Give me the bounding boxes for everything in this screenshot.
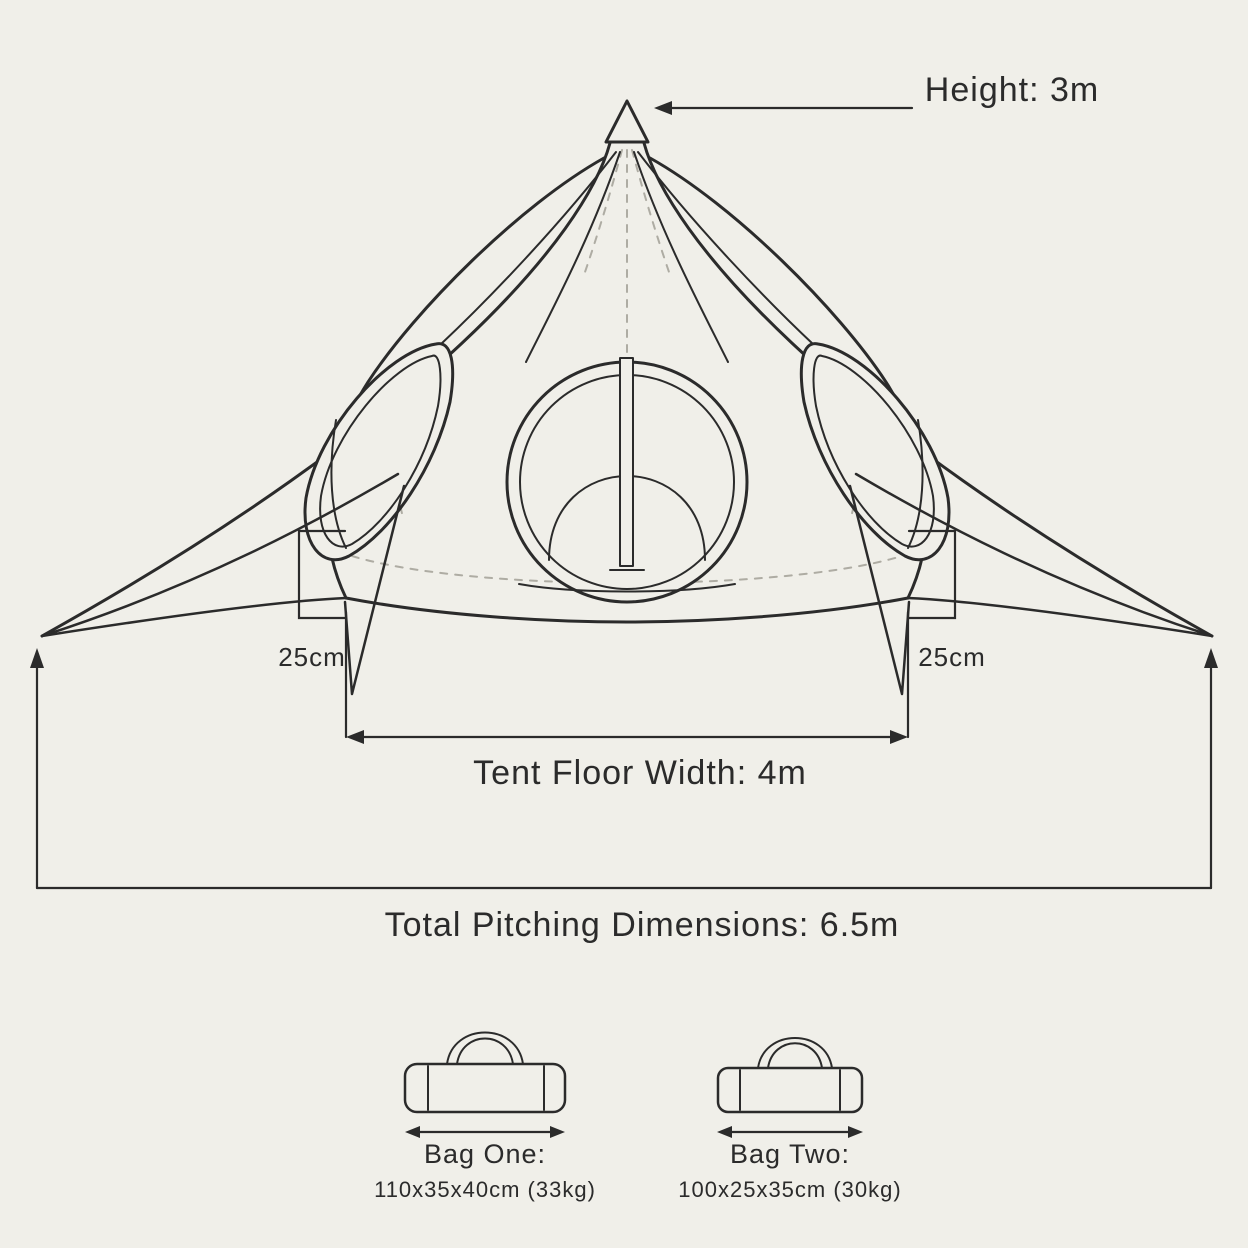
bag-one-dimensions: 110x35x40cm (33kg) bbox=[374, 1177, 596, 1202]
center-pole bbox=[609, 357, 645, 571]
bag-one-handle-inner bbox=[456, 1037, 514, 1065]
window-left-outline bbox=[303, 342, 455, 562]
body-hem bbox=[344, 596, 910, 624]
pitching-arrowhead-right-icon bbox=[1204, 648, 1218, 668]
bag-one-handle-outer bbox=[446, 1031, 524, 1065]
canopy-seam-window-right bbox=[637, 151, 815, 346]
height-arrowhead-icon bbox=[654, 101, 672, 115]
tent-guy-lines bbox=[40, 472, 1214, 696]
tent-apex-cap bbox=[604, 99, 650, 144]
bag-one-arrowhead-right-icon bbox=[550, 1126, 565, 1138]
bag-two-handle-inner bbox=[767, 1042, 823, 1069]
window-left-panel-seam bbox=[330, 419, 347, 549]
pitching-dimension: Total Pitching Dimensions: 6.5m bbox=[30, 648, 1218, 944]
tent-door bbox=[505, 357, 749, 604]
height-label: Height: 3m bbox=[925, 71, 1099, 109]
bag-one-arrowhead-left-icon bbox=[405, 1126, 420, 1138]
pitching-arrowhead-left-icon bbox=[30, 648, 44, 668]
stake-spike-left bbox=[343, 484, 406, 696]
bag-two-arrowhead-right-icon bbox=[848, 1126, 863, 1138]
awning-base-edge-right bbox=[906, 596, 1214, 638]
skirt-right-label: 25cm bbox=[918, 642, 986, 672]
tent-canopy bbox=[40, 141, 1214, 638]
bag-two-dimensions: 100x25x35cm (30kg) bbox=[678, 1177, 901, 1202]
stake-spike-right bbox=[848, 484, 911, 696]
bag-one-label: Bag One: bbox=[424, 1139, 546, 1169]
pitching-label: Total Pitching Dimensions: 6.5m bbox=[385, 906, 900, 944]
awning-lower-edge-left bbox=[40, 472, 400, 638]
tent-window-left bbox=[303, 342, 455, 562]
canopy-hidden-seam-left bbox=[584, 149, 623, 273]
bag-two-arrowhead-left-icon bbox=[717, 1126, 732, 1138]
bag-one-body bbox=[403, 1062, 567, 1114]
awning-base-edge-left bbox=[40, 596, 348, 638]
bag-two-label: Bag Two: bbox=[730, 1139, 850, 1169]
canopy-seam-window-left bbox=[439, 151, 617, 346]
bag-two-handle-outer bbox=[757, 1037, 833, 1069]
bag-two: Bag Two: 100x25x35cm (30kg) bbox=[678, 1037, 901, 1202]
awning-lower-edge-right bbox=[854, 472, 1214, 638]
floor-width-arrowhead-right-icon bbox=[890, 730, 908, 744]
skirt-right-bracket bbox=[907, 529, 957, 620]
floor-width-dimension: Tent Floor Width: 4m bbox=[344, 610, 910, 792]
canopy-edge-left bbox=[40, 141, 612, 638]
window-right-inner-frame bbox=[812, 354, 935, 548]
tent-window-right bbox=[799, 342, 951, 562]
skirt-dimension-right: 25cm bbox=[907, 529, 986, 672]
bag-one: Bag One: 110x35x40cm (33kg) bbox=[374, 1031, 596, 1202]
center-pole-shaft bbox=[619, 357, 634, 567]
canopy-edge-right bbox=[642, 141, 1214, 638]
canopy-seam-door-left bbox=[525, 151, 621, 363]
skirt-left-bracket bbox=[297, 529, 347, 620]
skirt-dimension-left: 25cm bbox=[278, 529, 347, 672]
window-right-panel-seam bbox=[907, 419, 924, 549]
floor-width-label: Tent Floor Width: 4m bbox=[473, 754, 807, 792]
door-interior-floor-line bbox=[518, 583, 736, 593]
skirt-left-label: 25cm bbox=[278, 642, 346, 672]
floor-width-arrowhead-left-icon bbox=[346, 730, 364, 744]
window-right-outline bbox=[799, 342, 951, 562]
canopy-seam-door-right bbox=[633, 151, 729, 363]
bag-two-body bbox=[716, 1066, 864, 1114]
window-left-inner-frame bbox=[319, 354, 442, 548]
canopy-hidden-seam-right bbox=[631, 149, 670, 273]
height-dimension: Height: 3m bbox=[654, 71, 1099, 115]
tent-illustration bbox=[40, 99, 1214, 696]
